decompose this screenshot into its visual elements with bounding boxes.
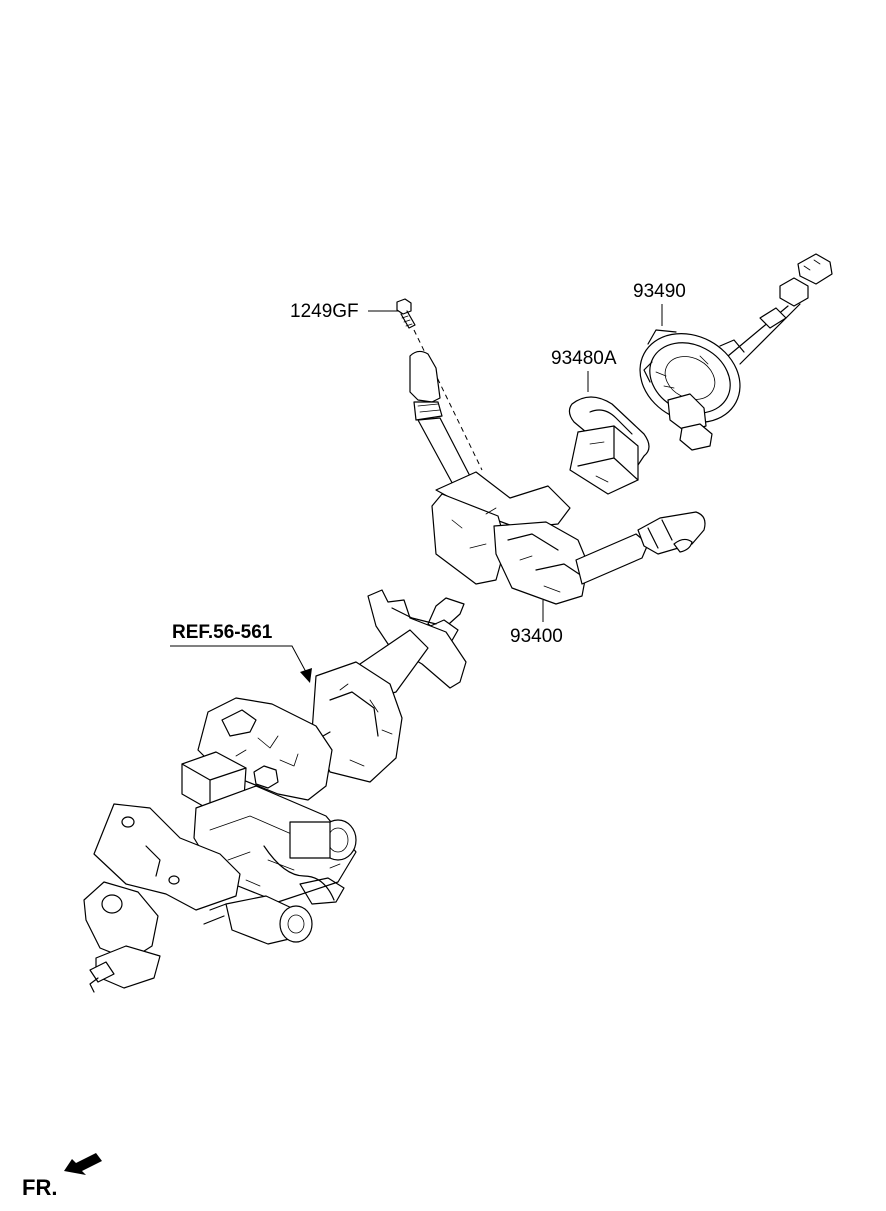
multifunction-switch-93400 xyxy=(409,350,706,605)
bolt-axis-dash xyxy=(413,329,483,471)
steering-column xyxy=(83,589,467,993)
label-93400: 93400 xyxy=(510,626,563,647)
label-93490: 93490 xyxy=(633,281,686,302)
leader-ref xyxy=(170,645,307,673)
label-1249gf: 1249GF xyxy=(290,301,359,322)
label-ref-56-561: REF.56-561 xyxy=(172,622,273,643)
leader-ref-arrowhead xyxy=(300,668,312,683)
label-93480a: 93480A xyxy=(551,348,617,369)
label-front: FR. xyxy=(22,1175,57,1200)
ring-93480a xyxy=(568,396,650,495)
bolt-1249gf xyxy=(396,298,483,471)
clock-spring-93490 xyxy=(639,253,833,451)
front-arrow-icon xyxy=(64,1153,102,1175)
